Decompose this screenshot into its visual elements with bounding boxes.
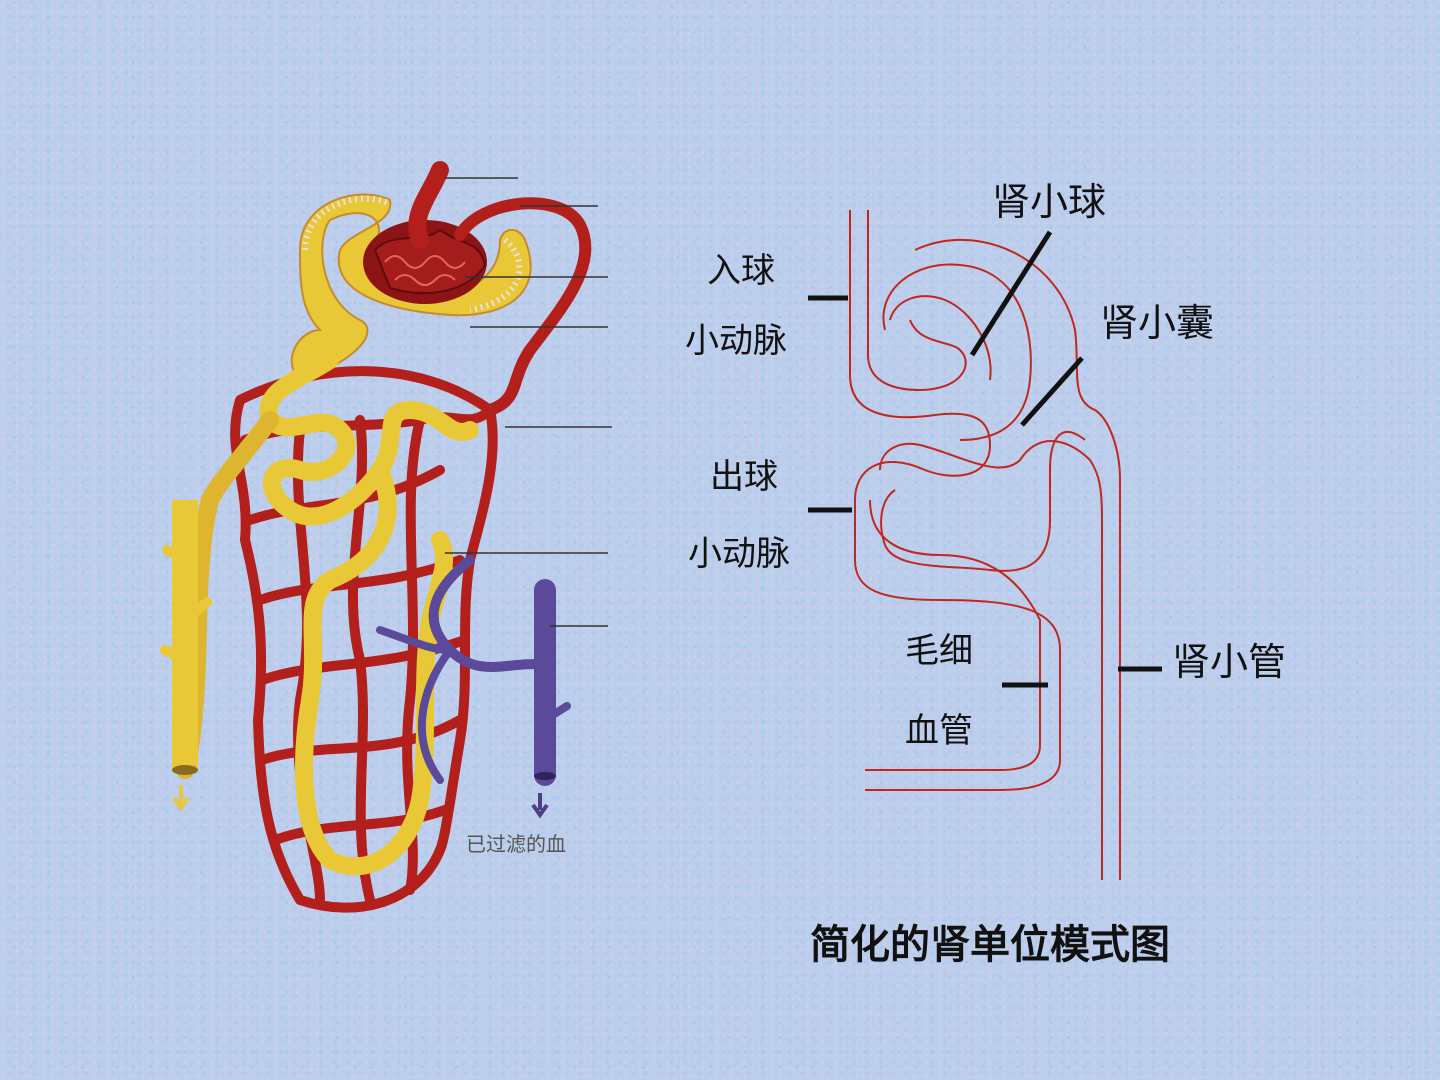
schematic-capsule-curve [889,295,992,381]
schematic-title: 简化的肾单位模式图 [810,922,1170,968]
capsule-wall-dots [302,195,523,313]
vein-flow-arrow [531,793,549,819]
schematic-inner-line [867,210,967,392]
label-capsule: 肾小囊 [1100,301,1214,345]
collecting-duct [160,500,212,812]
schematic-lower-loop [879,440,1103,880]
schematic-outer-line [849,210,1061,791]
nephron-schematic [849,210,1121,880]
label-capillary-line2: 血管 [905,711,973,751]
vein-opening [534,772,556,780]
schematic-capsule-outer [914,239,1121,880]
renal-tubule-shape [176,351,479,876]
schematic-leader-lines [808,230,1162,688]
nephron-illustration: 已过滤的血 [160,161,612,913]
afferent-arteriole-shape [408,161,449,249]
capillary-network [230,366,498,913]
leader-lines [445,177,612,627]
label-afferent-line2: 小动脉 [685,321,787,361]
schematic-tubule-left [880,430,1086,572]
label-glomerulus: 肾小球 [992,180,1106,224]
label-efferent-line2: 小动脉 [688,534,790,574]
label-efferent-line1: 出球 [710,457,778,497]
filtered-blood-caption: 已过滤的血 [466,832,566,856]
label-tubule: 肾小管 [1172,640,1286,684]
label-afferent-line1: 入球 [707,251,775,291]
efferent-arteriole-shape [454,197,592,416]
renal-vein [376,555,571,786]
label-capillary-line1: 毛细 [905,631,973,671]
glomerulus-ball [363,220,487,304]
schematic-glomerulus-curve [882,263,1032,441]
